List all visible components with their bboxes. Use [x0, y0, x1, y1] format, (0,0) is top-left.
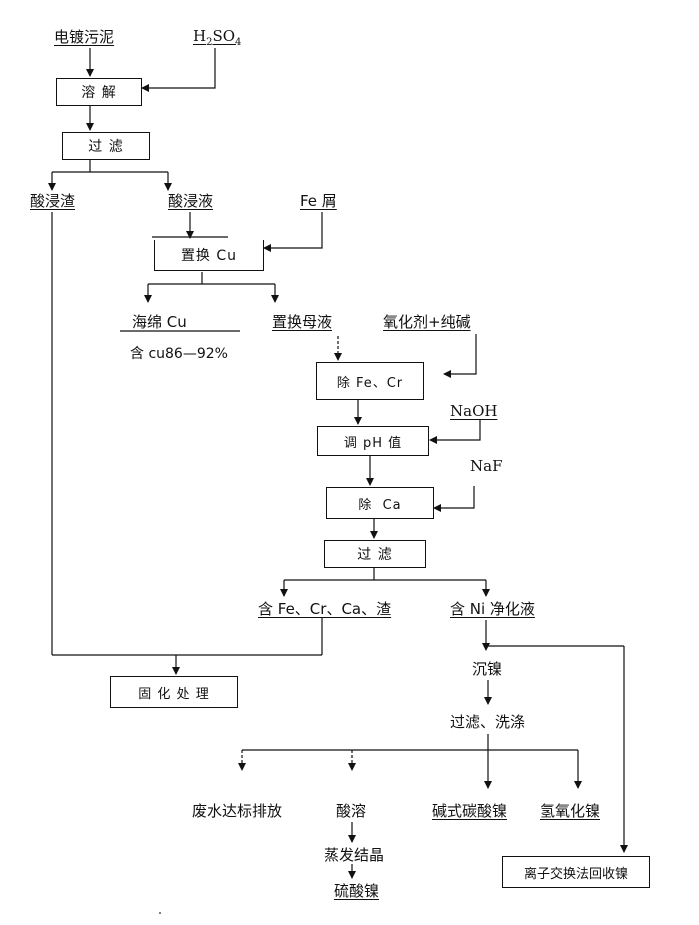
step-solidify: 固 化 处 理	[110, 676, 238, 708]
step-filter-2-label: 过 滤	[357, 547, 393, 563]
acid-mid: SO	[212, 27, 236, 45]
step-remove-ca: 除 Ca	[326, 487, 434, 519]
step-replace-cu: 置换 Cu	[154, 240, 264, 271]
acid-residue: 酸浸渣	[30, 192, 76, 210]
input-oxidant-soda: 氧化剂+纯碱	[383, 313, 471, 331]
arrow-oxidant-to-remove-fe	[443, 334, 477, 378]
step-dissolve-label: 溶 解	[81, 85, 117, 101]
step-remove-fe-cr-label: 除 Fe、Cr	[336, 375, 404, 391]
step-replace-cu-label: 置换 Cu	[180, 248, 238, 264]
step-filter-1: 过 滤	[62, 132, 150, 160]
precipitate-nickel: 沉镍	[472, 660, 503, 678]
fe-cr-ca-residue: 含 Fe、Cr、Ca、渣	[258, 600, 392, 618]
input-naoh: NaOH	[450, 402, 498, 420]
step-ion-exchange-label: 离子交换法回收镍	[523, 866, 628, 882]
acid-dissolve: 酸溶	[336, 802, 367, 820]
arrow-fe-to-replace	[263, 212, 323, 252]
step-adjust-ph: 调 pH 值	[317, 426, 429, 456]
acid-base: H	[193, 27, 207, 45]
replace-mother-liquor: 置换母液	[272, 313, 333, 331]
step-remove-fe-cr: 除 Fe、Cr	[316, 362, 424, 400]
copper-content: 含 cu86—92%	[130, 346, 228, 362]
acid-sub2: 4	[235, 37, 242, 48]
input-naf: NaF	[470, 457, 503, 475]
wastewater-discharge: 废水达标排放	[192, 802, 283, 820]
step-filter-2: 过 滤	[324, 540, 426, 568]
input-sulfuric-acid: H2SO4	[193, 27, 241, 52]
arrow-acid-to-dissolve	[141, 48, 216, 92]
step-solidify-label: 固 化 处 理	[138, 686, 210, 702]
nickel-sulfate: 硫酸镍	[334, 882, 380, 900]
ni-purified-liquor: 含 Ni 净化液	[450, 600, 535, 618]
filter-and-wash: 过滤、洗涤	[450, 713, 526, 731]
step-ion-exchange: 离子交换法回收镍	[502, 856, 650, 888]
basic-nickel-carbonate: 碱式碳酸镍	[432, 802, 508, 820]
input-electroplating-sludge: 电镀污泥	[54, 28, 115, 46]
nickel-hydroxide: 氢氧化镍	[540, 802, 601, 820]
sponge-copper: 海绵 Cu	[132, 313, 187, 331]
step-adjust-ph-label: 调 pH 值	[343, 435, 403, 451]
arrow-naf-to-remove-ca	[433, 486, 475, 512]
acid-leachate: 酸浸液	[168, 192, 214, 210]
step-filter-1-label: 过 滤	[88, 139, 124, 155]
acid-sub1: 2	[206, 37, 213, 48]
evaporate-crystallize: 蒸发结晶	[324, 846, 385, 864]
step-remove-ca-label: 除 Ca	[358, 497, 402, 513]
step-dissolve: 溶 解	[56, 78, 142, 106]
arrow-naoh-to-ph	[429, 420, 481, 444]
input-fe-scrap: Fe 屑	[300, 192, 337, 210]
